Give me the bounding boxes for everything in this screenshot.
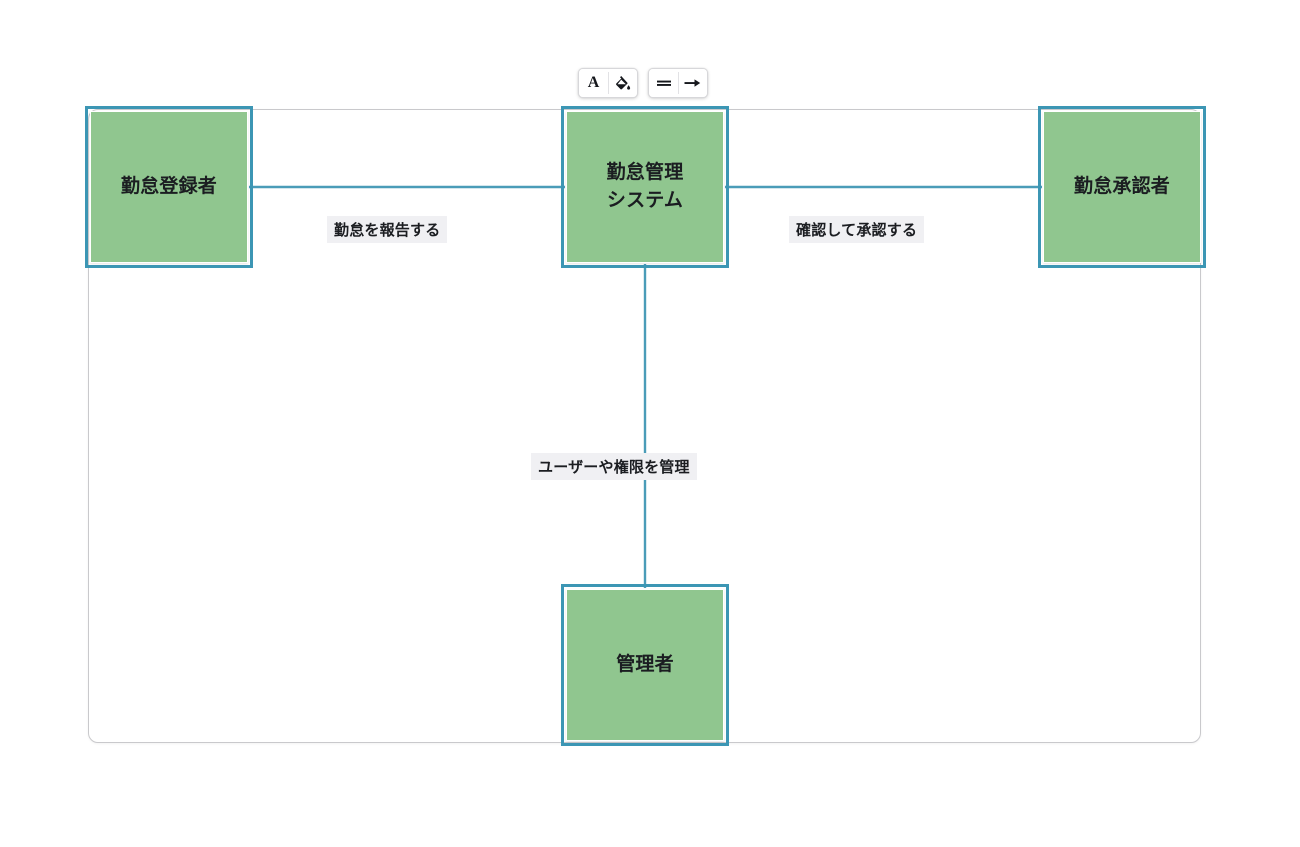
node-label: 勤怠承認者: [1073, 176, 1170, 198]
toolbar-group-text-and-fill: A: [578, 68, 638, 98]
format-toolbar: A: [578, 68, 708, 98]
diagram-node-system[interactable]: 勤怠管理 システム: [561, 106, 729, 268]
arrow-icon: [683, 76, 702, 90]
edge-label-approve[interactable]: 確認して承認する: [789, 216, 925, 243]
node-label: 勤怠登録者: [120, 176, 217, 198]
diagram-node-approver[interactable]: 勤怠承認者: [1038, 106, 1206, 268]
node-label: 管理者: [616, 654, 674, 676]
node-label: 勤怠管理 システム: [606, 162, 684, 211]
toolbar-group-line-and-arrow: [648, 68, 708, 98]
text-color-button[interactable]: A: [579, 69, 608, 97]
text-color-icon: A: [587, 74, 600, 91]
edge-label-report[interactable]: 勤怠を報告する: [327, 216, 448, 243]
fill-color-button[interactable]: [608, 69, 637, 97]
line-style-button[interactable]: [649, 69, 678, 97]
line-style-icon: [655, 76, 673, 90]
arrow-style-button[interactable]: [678, 69, 707, 97]
paint-bucket-icon: [614, 75, 631, 92]
edge-label-manage[interactable]: ユーザーや権限を管理: [531, 453, 697, 480]
diagram-node-admin[interactable]: 管理者: [561, 584, 729, 746]
diagram-node-registrant[interactable]: 勤怠登録者: [85, 106, 253, 268]
